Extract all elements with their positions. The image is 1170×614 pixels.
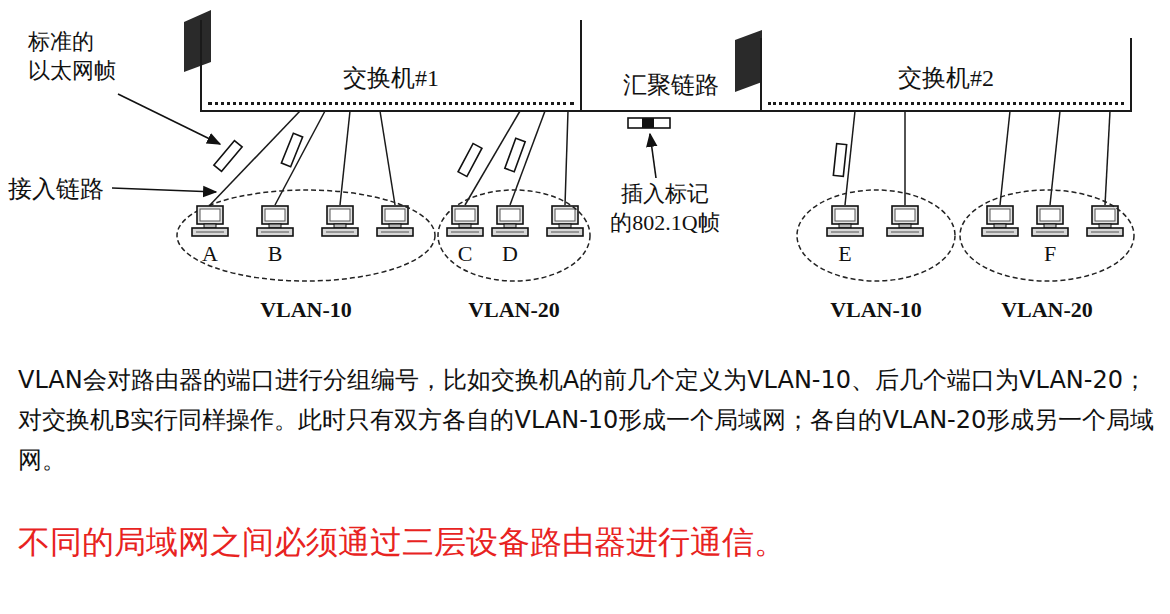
trunk-link (582, 110, 760, 112)
switch-backplane (208, 102, 574, 105)
callout-label: 接入链路 (8, 174, 104, 205)
vlan-name: VLAN-20 (938, 297, 1156, 323)
computer: D (490, 205, 530, 269)
callout-label: 插入标记 的802.1Q帧 (590, 180, 740, 237)
vlan-name: VLAN-20 (416, 297, 612, 323)
switch-backplane (768, 102, 1124, 105)
host-name: B (268, 241, 283, 267)
callout-label: 标准的 以太网帧 (28, 28, 132, 85)
switch-name: 交换机#1 (343, 62, 439, 94)
note-paragraph: VLAN会对路由器的端口进行分组编号，比如交换机A的前几个定义为VLAN-10、… (18, 360, 1158, 480)
host-name: F (1044, 241, 1056, 267)
access-link (210, 111, 300, 205)
access-link (465, 111, 520, 205)
vlan-group: VLAN-20CD (436, 188, 592, 283)
computer: A (190, 205, 230, 269)
note-highlight: 不同的局域网之间必须通过三层设备路由器进行通信。 (18, 522, 786, 564)
switch-box: 交换机#2 (760, 38, 1132, 112)
tagged-frame (628, 118, 670, 128)
computer: B (255, 205, 295, 269)
computer: E (825, 205, 865, 269)
ethernet-frame (214, 133, 847, 176)
computer-icon (1030, 205, 1070, 241)
vlan-name: VLAN-10 (155, 297, 457, 323)
switch-wedge (735, 30, 762, 92)
computer: F (1030, 205, 1070, 269)
access-link (845, 111, 855, 205)
computer-icon (255, 205, 295, 241)
vlan-group: VLAN-20F (958, 188, 1136, 283)
access-link (510, 111, 545, 205)
host-name: A (202, 241, 218, 267)
computer-icon (190, 205, 230, 241)
vlan-name: VLAN-10 (775, 297, 977, 323)
computer: C (445, 205, 485, 269)
host-name: C (458, 241, 473, 267)
computer-icon (825, 205, 865, 241)
plain-wires (340, 111, 1110, 205)
vlan-group: VLAN-10AB (175, 188, 437, 283)
switch-name: 交换机#2 (898, 62, 994, 94)
vlan-group: VLAN-10E (795, 188, 957, 283)
host-name: D (502, 241, 518, 267)
leader-lines (112, 94, 656, 192)
computer-icon (445, 205, 485, 241)
host-name: E (838, 241, 851, 267)
vlan-ellipse (795, 188, 957, 283)
computer-icon (490, 205, 530, 241)
switch-box: 交换机#1 (200, 20, 582, 112)
link-label: 汇聚链路 (620, 69, 722, 101)
